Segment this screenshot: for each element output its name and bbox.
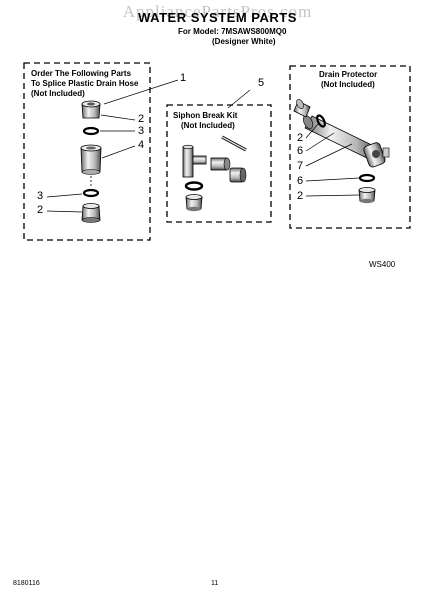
drain-protector-ring-top-part [316,114,326,128]
siphon-nut-part [229,167,247,183]
left-clamp-bottom-part [82,188,100,198]
callout-left-2b: 2 [37,204,44,216]
middle-box-label-line-1: Siphon Break Kit [173,111,238,120]
watermark: AppliancePartsPros.com [122,2,313,21]
diagram-code: WS400 [369,260,396,269]
left-coupling-top-part [81,100,101,119]
siphon-cap-part [185,194,203,212]
callout-left-box: 1 [180,72,187,84]
model-variant: (Designer White) [212,37,276,46]
left-box-label-line-3: (Not Included) [31,89,85,98]
right-box-border [289,65,411,229]
document-number: 8180116 [13,580,40,587]
callout-right-6a: 6 [297,145,304,157]
right-box-label-line-1: Drain Protector [319,70,378,79]
page-number: 11 [211,580,219,587]
left-box-label-line-1: Order The Following Parts [31,69,132,78]
drain-protector-cap-part [358,187,376,204]
callout-left-3a: 3 [138,125,145,137]
left-box-border [23,62,151,241]
callout-right-6b: 6 [297,175,304,187]
callout-left-4: 4 [138,139,145,151]
left-box-label-line-2: To Splice Plastic Drain Hose [31,79,139,88]
page-title: WATER SYSTEM PARTS [138,10,297,25]
siphon-ring-part [184,181,204,191]
siphon-vent-tube-part [221,135,247,152]
right-box-label-line-2: (Not Included) [321,80,375,89]
callout-right-2a: 2 [297,132,304,144]
callout-right-7: 7 [297,160,304,172]
callout-right-2b: 2 [297,190,304,202]
middle-box-label-line-2: (Not Included) [181,121,235,130]
siphon-tee-part [182,144,207,178]
callout-middle-box: 5 [258,77,265,89]
middle-box-border [166,104,272,223]
siphon-coupling-part [210,157,231,171]
callout-left-3b: 3 [37,190,44,202]
left-coupling-bottom-part [81,203,101,223]
model-line: For Model: 7MSAWS800MQ0 [178,27,287,36]
left-clamp-top-part [82,126,100,136]
callout-left-2a: 2 [138,113,145,125]
drain-protector-ring-bottom-part [358,173,376,183]
drain-protector-body-part [302,115,390,168]
left-connector-part [80,144,102,175]
drain-protector-nozzle-part [293,99,311,118]
